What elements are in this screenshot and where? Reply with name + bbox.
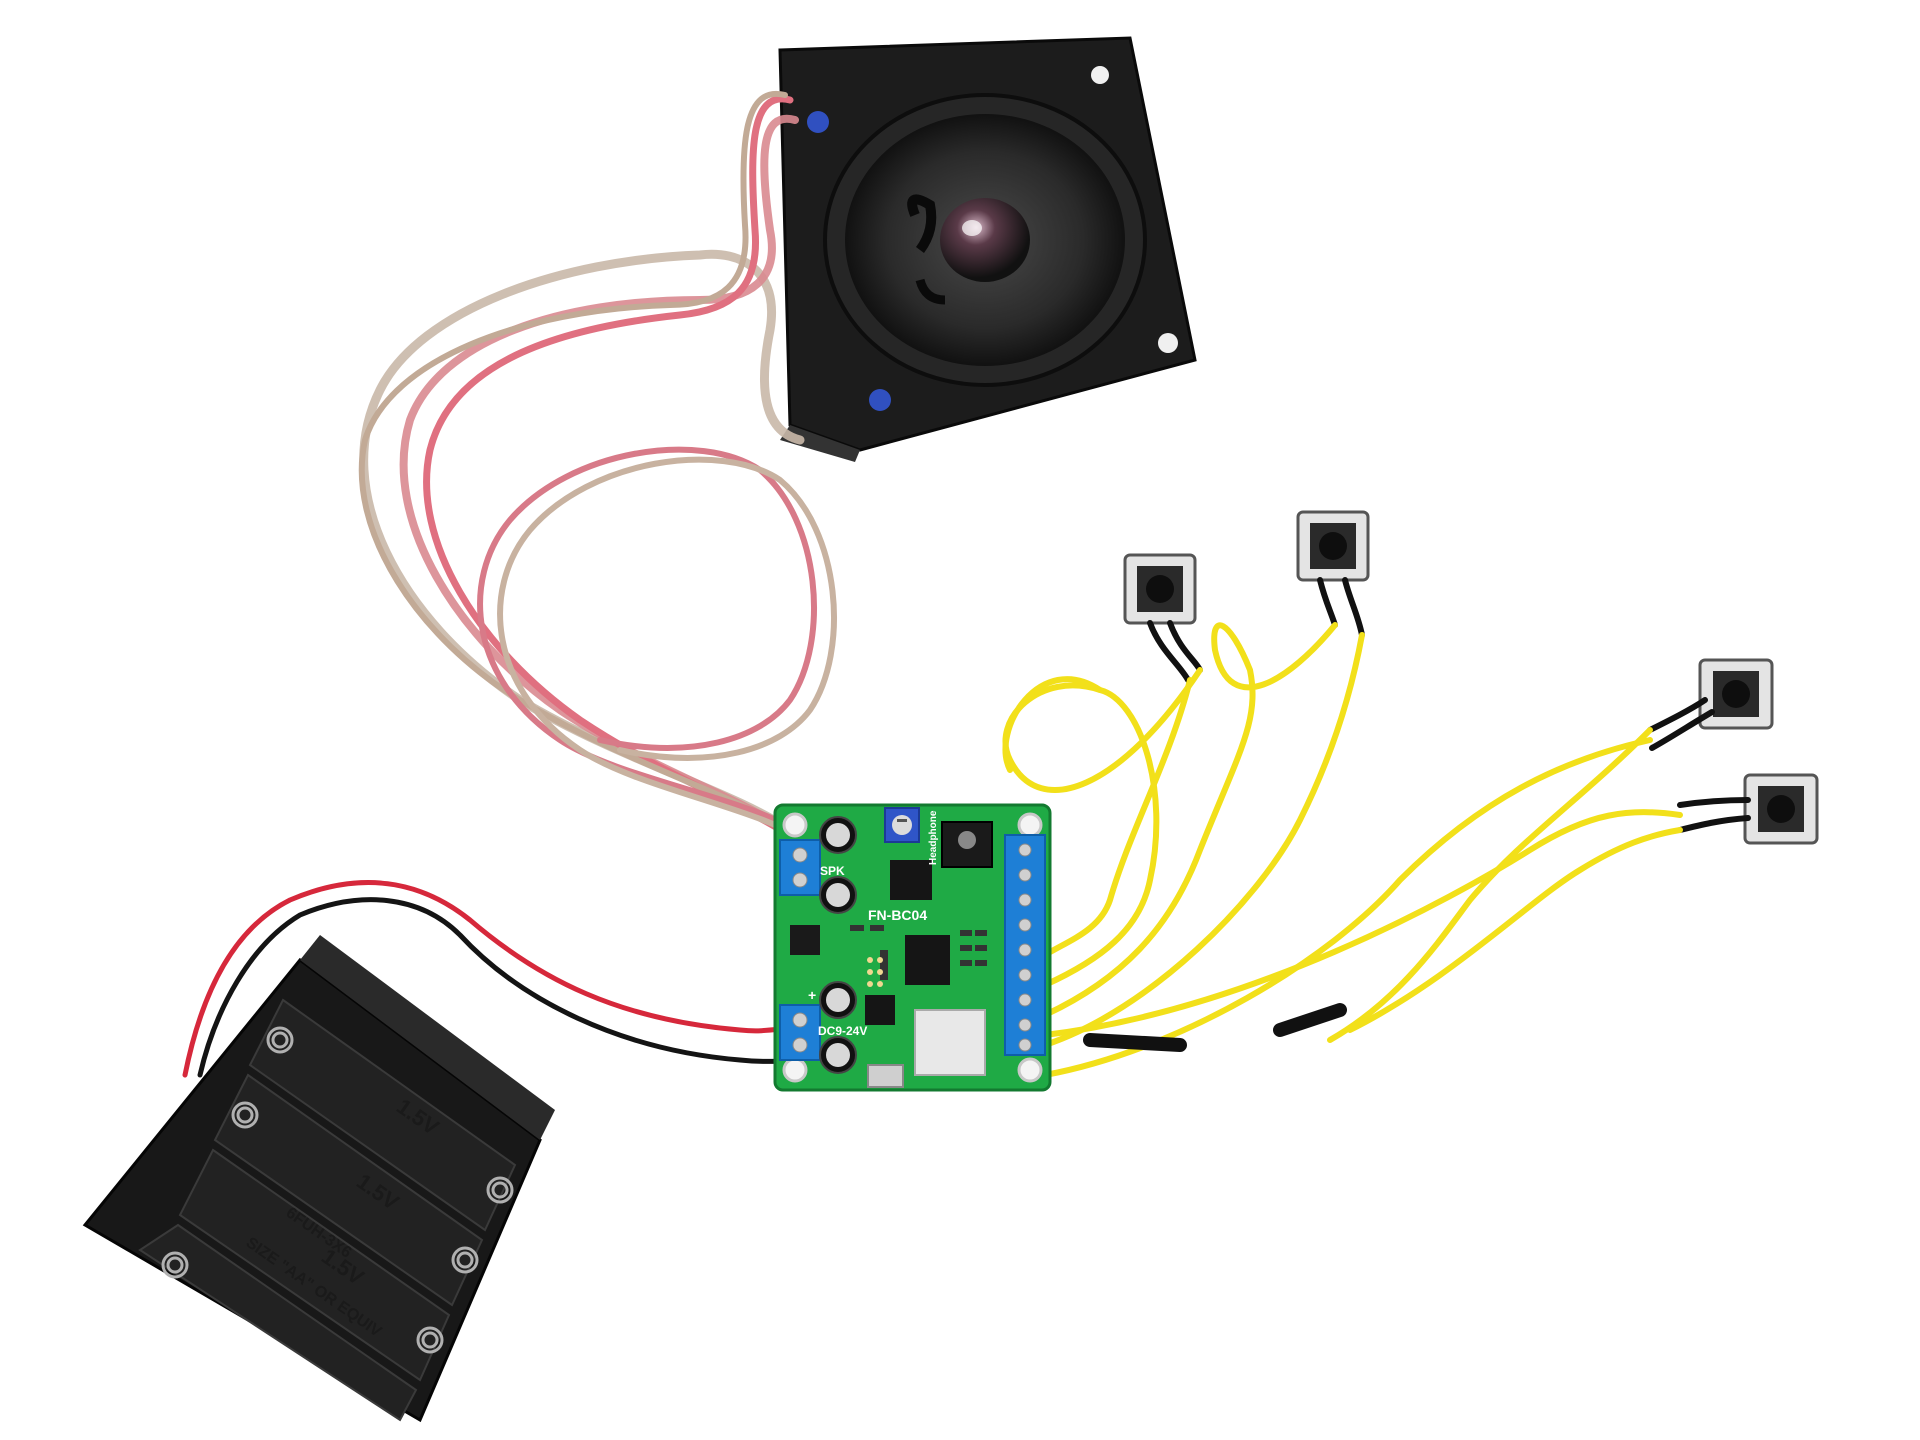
speaker <box>778 36 1197 462</box>
speaker-dust-cap <box>940 198 1030 282</box>
ic-chip <box>905 935 950 985</box>
pcb-board: FN-BC04 SPK DC9-24V + Headphone <box>773 803 1052 1092</box>
battery-holder: 1.5V 1.5V 1.5V SIZE "AA" OR EQUIV 6FUH-3… <box>82 935 555 1423</box>
capacitor <box>819 981 857 1019</box>
button-leads <box>1147 577 1751 833</box>
volume-potentiometer <box>884 807 920 843</box>
push-button <box>1698 658 1774 730</box>
battery-cell <box>213 1073 484 1307</box>
heat-shrink <box>1083 1003 1347 1052</box>
speaker-mount-hole <box>1091 66 1109 84</box>
battery-cell <box>138 1223 418 1422</box>
pcb-model-label: FN-BC04 <box>868 907 927 923</box>
speaker-wire <box>358 90 845 875</box>
power-terminal <box>779 1004 821 1061</box>
capacitor <box>819 1036 857 1074</box>
battery-wires <box>182 880 793 1078</box>
speaker-terminal <box>779 839 821 896</box>
ic-chip <box>865 995 895 1025</box>
pcb-headphone-label: Headphone <box>928 810 939 865</box>
pcb-speaker-label: SPK <box>820 864 845 878</box>
headphone-jack <box>941 821 993 868</box>
usb-port <box>867 1064 904 1088</box>
capacitor <box>819 876 857 914</box>
speaker-mount-hole <box>1158 333 1178 353</box>
push-button <box>1123 553 1197 625</box>
capacitor <box>819 816 857 854</box>
pcb-power-label: DC9-24V <box>818 1024 867 1038</box>
push-button <box>1296 510 1370 582</box>
pcb-plus-label: + <box>808 987 816 1003</box>
push-button <box>1743 773 1819 845</box>
button-terminal-block <box>1004 834 1046 1056</box>
speaker-mount-hole <box>869 389 891 411</box>
battery-cell <box>178 1148 451 1382</box>
battery-cell <box>248 998 517 1232</box>
ic-chip <box>890 860 932 900</box>
ic-chip <box>790 925 820 955</box>
speaker-mount-hole <box>807 111 829 133</box>
sd-card-slot <box>914 1009 986 1076</box>
